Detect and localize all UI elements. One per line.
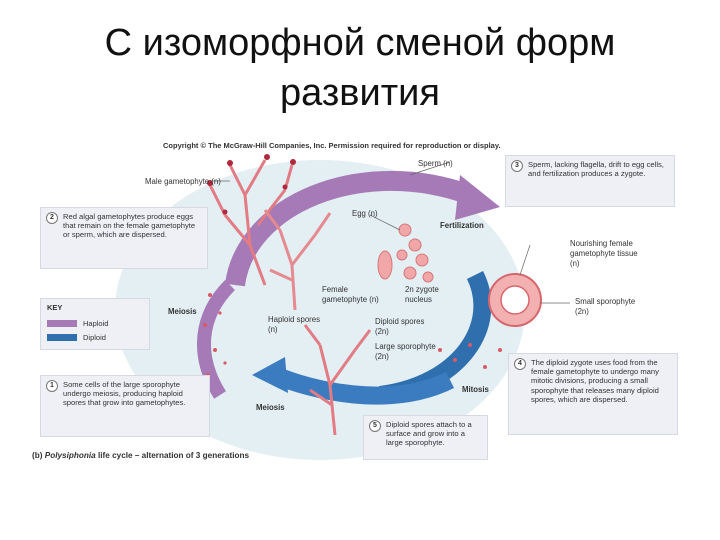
- label-nourishing-1: Nourishing female: [570, 239, 633, 248]
- key-label-haploid: Haploid: [83, 319, 109, 328]
- female-gametophyte-drawing: [263, 209, 332, 311]
- diploid-arrow-head: [252, 357, 288, 393]
- callout-3-text: Sperm, lacking flagella, drift to egg ce…: [528, 160, 664, 179]
- caption-italic: Polysiphonia: [44, 451, 96, 460]
- label-haploid-spores-2: (n): [268, 325, 278, 334]
- callout-3-number: 3: [511, 160, 523, 172]
- copyright-notice: Copyright © The McGraw-Hill Companies, I…: [163, 141, 501, 150]
- label-male-gametophyte: Male gametophyte (n): [145, 177, 221, 186]
- label-haploid-spores-1: Haploid spores: [268, 315, 321, 324]
- callout-1: 1 Some cells of the large sporophyte und…: [40, 375, 210, 437]
- label-meiosis-left: Meiosis: [168, 307, 197, 316]
- callout-3: 3 Sperm, lacking flagella, drift to egg …: [505, 155, 675, 207]
- label-fertilization: Fertilization: [440, 221, 484, 230]
- callout-4-text: The diploid zygote uses food from the fe…: [531, 358, 659, 404]
- label-female-gametophyte-2: gametophyte (n): [322, 295, 379, 304]
- label-nourishing-3: (n): [570, 259, 580, 268]
- label-small-sporophyte-1: Small sporophyte: [575, 297, 636, 306]
- life-cycle-artwork: [115, 154, 570, 460]
- callout-4: 4 The diploid zygote uses food from the …: [508, 353, 678, 435]
- key-row-diploid: Diploid: [47, 333, 106, 342]
- figure-caption: (b) Polysiphonia life cycle – alternatio…: [32, 451, 249, 460]
- male-gametophyte-sperm-dots: [207, 154, 296, 215]
- label-large-sporophyte-2: (2n): [375, 352, 389, 361]
- haploid-arrow-head: [455, 175, 500, 220]
- label-female-gametophyte-1: Female: [322, 285, 348, 294]
- callout-1-number: 1: [46, 380, 58, 392]
- label-small-sporophyte-2: (2n): [575, 307, 589, 316]
- caption-prefix: (b): [32, 451, 43, 460]
- label-mitosis: Mitosis: [462, 385, 489, 394]
- key-label-diploid: Diploid: [83, 333, 106, 342]
- key-legend: KEY Haploid Diploid: [40, 298, 150, 350]
- leader-lines: [212, 161, 570, 304]
- male-gametophyte-drawing: [208, 159, 294, 286]
- callout-2-number: 2: [46, 212, 58, 224]
- callout-2-text: Red algal gametophytes produce eggs that…: [63, 212, 196, 240]
- label-sperm: Sperm (n): [418, 159, 453, 168]
- haploid-arrow-left: [197, 280, 236, 399]
- callout-5: 5 Diploid spores attach to a surface and…: [363, 415, 488, 460]
- life-cycle-figure: Copyright © The McGraw-Hill Companies, I…: [30, 135, 690, 475]
- callout-1-text: Some cells of the large sporophyte under…: [63, 380, 186, 408]
- diploid-arrow-bottom: [271, 366, 455, 405]
- caption-rest: life cycle – alternation of 3 generation…: [97, 451, 250, 460]
- key-row-haploid: Haploid: [47, 319, 108, 328]
- label-meiosis-bottom: Meiosis: [256, 403, 285, 412]
- label-large-sporophyte-1: Large sporophyte: [375, 342, 436, 351]
- label-egg: Egg (n): [352, 209, 378, 218]
- haploid-arrow-top: [225, 171, 474, 287]
- key-swatch-haploid: [47, 320, 77, 327]
- small-sporophyte-drawing: [488, 273, 542, 327]
- slide-title: С изоморфной сменой форм развития: [0, 18, 720, 118]
- callout-5-text: Diploid spores attach to a surface and g…: [386, 420, 472, 448]
- callout-5-number: 5: [369, 420, 381, 432]
- callout-2: 2 Red algal gametophytes produce eggs th…: [40, 207, 208, 269]
- large-sporophyte-drawing: [303, 324, 372, 436]
- egg-cluster: [377, 223, 434, 283]
- slide-title-line-1: С изоморфной сменой форм: [104, 22, 616, 64]
- label-diploid-spores-1: Diploid spores: [375, 317, 425, 326]
- label-zygote-2: nucleus: [405, 295, 432, 304]
- label-nourishing-2: gametophyte tissue: [570, 249, 638, 258]
- label-zygote-1: 2n zygote: [405, 285, 439, 294]
- slide-title-line-2: развития: [280, 72, 440, 114]
- label-diploid-spores-2: (2n): [375, 327, 389, 336]
- key-swatch-diploid: [47, 334, 77, 341]
- callout-4-number: 4: [514, 358, 526, 370]
- key-title: KEY: [47, 303, 63, 312]
